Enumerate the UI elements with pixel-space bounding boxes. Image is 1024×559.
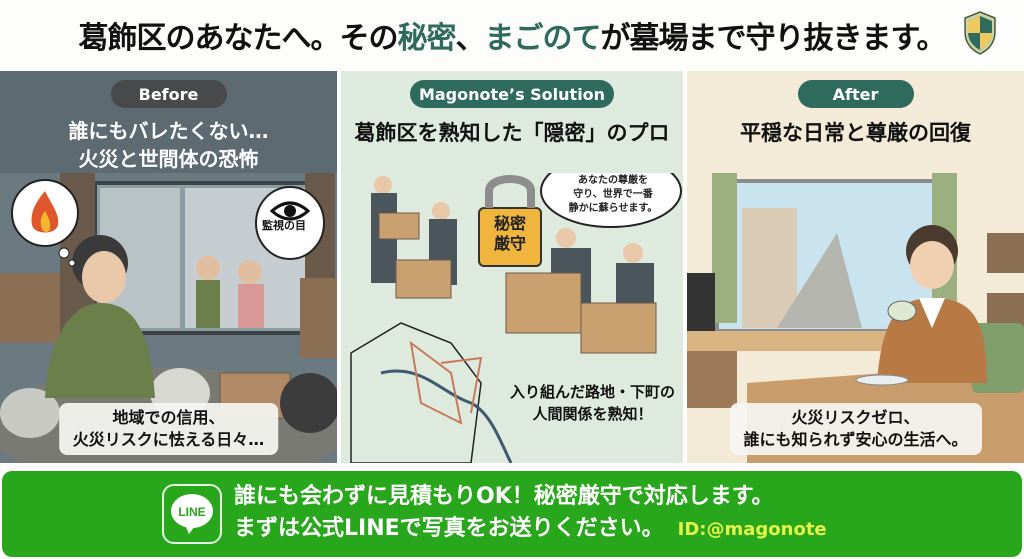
map-caption-line1: 入り組んだ路地・下町の — [509, 383, 675, 401]
secret-lock-label: 秘密 厳守 — [487, 214, 533, 254]
header-banner: 葛飾区のあなたへ。その秘密、まごのてが墓場まで守り抜きます。 — [0, 0, 1024, 70]
cta-line2-wrap: まずは公式LINEで写真をお送りください。 ID:@magonote — [234, 513, 827, 546]
headline-accent-brand: まごのて — [484, 21, 602, 56]
cluttered-room-illustration — [0, 173, 337, 463]
before-caption-line2: 火災リスクに怯える日々… — [72, 430, 265, 449]
after-title: 平穏な日常と尊厳の回復 — [740, 121, 971, 145]
before-title-line2: 火災と世間体の恐怖 — [78, 147, 259, 171]
after-caption-line2: 誰にも知られず安心の生活へ。 — [743, 430, 968, 449]
eye-bubble-label: 監視の目 — [262, 219, 306, 232]
lock-label-line2: 厳守 — [493, 234, 526, 253]
line-app-icon[interactable]: LINE — [162, 484, 222, 544]
speech-bubble-text: あなたの尊厳を 守り、世界で一番 静かに蘇らせます。 — [563, 174, 663, 216]
speech-line1: あなたの尊厳を — [578, 175, 648, 186]
before-title: 誰にもバレたくない… 火災と世間体の恐怖 — [0, 117, 337, 173]
before-pill: Before — [110, 80, 227, 108]
headline-accent-secret: 秘密 — [397, 21, 457, 56]
line-icon-label: LINE — [178, 505, 205, 519]
movers-and-map-illustration — [341, 173, 683, 463]
cta-message: 誰にも会わずに見積もりOK！秘密厳守で対応します。 まずは公式LINEで写真をお… — [234, 481, 827, 546]
after-caption-line1: 火災リスクゼロ、 — [791, 408, 920, 427]
headline-text-3: が墓場まで守り抜きます。 — [600, 21, 947, 56]
lock-label-line1: 秘密 — [493, 214, 526, 233]
after-pill: After — [797, 80, 914, 108]
headline: 葛飾区のあなたへ。その秘密、まごのてが墓場まで守り抜きます。 — [78, 13, 947, 57]
headline-text-1: 葛飾区のあなたへ。その — [78, 21, 399, 56]
cta-line2: まずは公式LINEで写真をお送りください。 — [234, 516, 664, 541]
shield-icon — [964, 11, 996, 55]
speech-line3: 静かに蘇らせます。 — [568, 203, 658, 214]
cta-line1: 誰にも会わずに見積もりOK！秘密厳守で対応します。 — [234, 484, 774, 509]
panel-after: After 平穏な日常と尊厳の回復 火災リスクゼロ、 誰にも知られず安心 — [687, 71, 1024, 463]
before-title-line1: 誰にもバレたくない… — [68, 119, 269, 143]
line-chat-bubble-icon: LINE — [171, 494, 213, 534]
comparison-panels: Before 誰にもバレたくない… 火災と世間体の恐怖 — [0, 71, 1024, 463]
map-caption: 入り組んだ路地・下町の 人間関係を熟知！ — [510, 381, 675, 425]
solution-title: 葛飾区を熟知した「隠密」のプロ — [354, 121, 670, 145]
panel-solution: Magonote’s Solution 葛飾区を熟知した「隠密」のプロ — [341, 71, 683, 463]
headline-text-2: 、 — [455, 21, 486, 56]
before-caption-line1: 地域での信用、 — [112, 408, 225, 427]
speech-line2: 守り、世界で一番 — [573, 189, 653, 200]
line-cta-banner[interactable]: LINE 誰にも会わずに見積もりOK！秘密厳守で対応します。 まずは公式LINE… — [2, 471, 1022, 557]
before-caption: 地域での信用、 火災リスクに怯える日々… — [58, 403, 279, 455]
after-caption: 火災リスクゼロ、 誰にも知られず安心の生活へ。 — [729, 403, 982, 455]
line-id[interactable]: ID:@magonote — [677, 519, 827, 540]
solution-pill: Magonote’s Solution — [410, 80, 614, 108]
map-caption-line2: 人間関係を熟知！ — [532, 405, 653, 423]
panel-before: Before 誰にもバレたくない… 火災と世間体の恐怖 — [0, 71, 337, 463]
